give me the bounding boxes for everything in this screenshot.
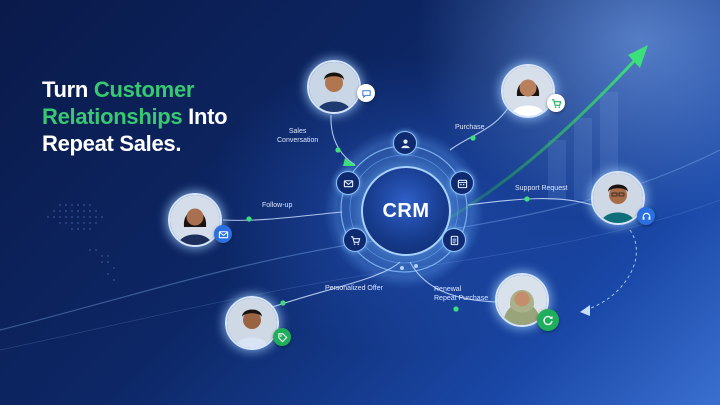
headset-icon xyxy=(637,207,655,225)
tag-icon xyxy=(273,328,291,346)
growth-arrow-head xyxy=(628,45,648,68)
headline-white-2: Into xyxy=(182,104,228,129)
label-renewal-repeat-purchase: Renewal Repeat Purchase xyxy=(434,286,489,302)
headline-white-1: Turn xyxy=(42,77,94,102)
label-follow-up: Follow-up xyxy=(262,202,293,209)
connector-sales xyxy=(330,114,356,166)
cart-icon xyxy=(547,94,565,112)
chat-icon xyxy=(357,84,375,102)
avatar-sales-customer xyxy=(307,60,375,114)
avatar-followup-customer xyxy=(168,193,232,247)
headline-white-3: Repeat Sales. xyxy=(42,131,182,156)
label-purchase: Purchase xyxy=(455,124,485,131)
mail-icon xyxy=(214,225,232,243)
headline-green-1: Customer xyxy=(93,77,195,102)
calendar-icon xyxy=(450,171,474,195)
avatar-offer-customer xyxy=(225,296,291,350)
connector-support xyxy=(467,198,593,206)
headline-green-2: Relationships xyxy=(42,104,183,129)
connector-offer xyxy=(269,261,401,309)
user-icon xyxy=(393,131,417,155)
connector-followup xyxy=(222,211,343,221)
world-map-dots xyxy=(47,204,115,281)
connector-support-to-renewal xyxy=(584,229,637,311)
avatar-purchase-customer xyxy=(501,64,565,118)
crm-hub: CRM xyxy=(361,166,451,256)
crm-mid-ring xyxy=(349,154,459,264)
avatar-support-customer xyxy=(591,171,655,225)
label-personalized-offer: Personalized Offer xyxy=(325,285,383,292)
connector-renewal xyxy=(409,261,498,303)
label-sales-conversation: Sales Conversation xyxy=(277,128,319,144)
cart-icon xyxy=(343,228,367,252)
label-support-request: Support Request xyxy=(515,185,568,192)
connector-purchase xyxy=(449,104,511,151)
refresh-icon xyxy=(537,309,559,331)
document-icon xyxy=(442,228,466,252)
headline: Turn Customer Relationships Into Repeat … xyxy=(42,76,228,157)
mail-icon xyxy=(336,171,360,195)
avatar-renewal-customer xyxy=(495,273,559,331)
